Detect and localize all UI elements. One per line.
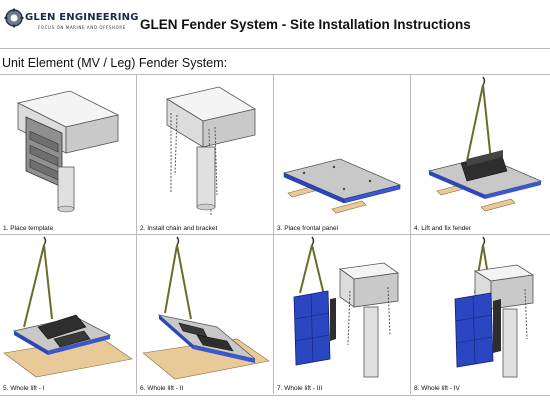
- step-caption: 6. Whole lift - II: [140, 385, 184, 392]
- concrete-block-with-template-icon: [16, 90, 120, 213]
- step-2-panel: 2. Install chain and bracket: [137, 75, 274, 234]
- whole-lift-panel-fixed-icon: [454, 236, 535, 378]
- step-8-panel: 8. Whole lift - IV: [411, 235, 550, 394]
- concrete-block-with-chains-icon: [165, 86, 257, 216]
- page-title: GLEN Fender System - Site Installation I…: [140, 17, 471, 32]
- whole-lift-panel-tilted-icon: [142, 236, 270, 380]
- logo-tagline: FOCUS ON MARINE AND OFFSHORE: [38, 25, 126, 30]
- step-6-panel: 6. Whole lift - II: [137, 235, 274, 394]
- logo-name: GLEN ENGINEERING: [25, 12, 139, 23]
- header-divider: [0, 48, 550, 49]
- step-caption: 1. Place template: [3, 225, 54, 232]
- step-caption: 3. Place frontal panel: [277, 225, 339, 232]
- document-header: GLEN ENGINEERING FOCUS ON MARINE AND OFF…: [0, 0, 550, 52]
- gear-logo-icon: [4, 8, 24, 28]
- section-title: Unit Element (MV / Leg) Fender System:: [2, 56, 228, 70]
- step-caption: 5. Whole lift - I: [3, 385, 45, 392]
- whole-lift-panel-flat-icon: [3, 236, 133, 378]
- step-5-panel: 5. Whole lift - I: [0, 235, 137, 394]
- frontal-panel-on-timber-icon: [282, 158, 402, 214]
- step-caption: 4. Lift and fix fender: [414, 225, 472, 232]
- glen-engineering-logo: GLEN ENGINEERING FOCUS ON MARINE AND OFF…: [4, 8, 138, 42]
- step-caption: 2. Install chain and bracket: [140, 225, 218, 232]
- step-3-panel: 3. Place frontal panel: [274, 75, 411, 234]
- step-caption: 7. Whole lift - III: [277, 385, 323, 392]
- crane-lifting-fender-icon: [427, 76, 543, 212]
- step-7-panel: 7. Whole lift - III: [274, 235, 411, 394]
- whole-lift-panel-vertical-icon: [293, 236, 400, 378]
- step-caption: 8. Whole lift - IV: [414, 385, 460, 392]
- step-4-panel: 4. Lift and fix fender: [411, 75, 550, 234]
- row-divider: [0, 234, 550, 235]
- installation-steps-grid: 1. Place template 2. Install chain and b…: [0, 74, 550, 396]
- step-1-panel: 1. Place template: [0, 75, 137, 234]
